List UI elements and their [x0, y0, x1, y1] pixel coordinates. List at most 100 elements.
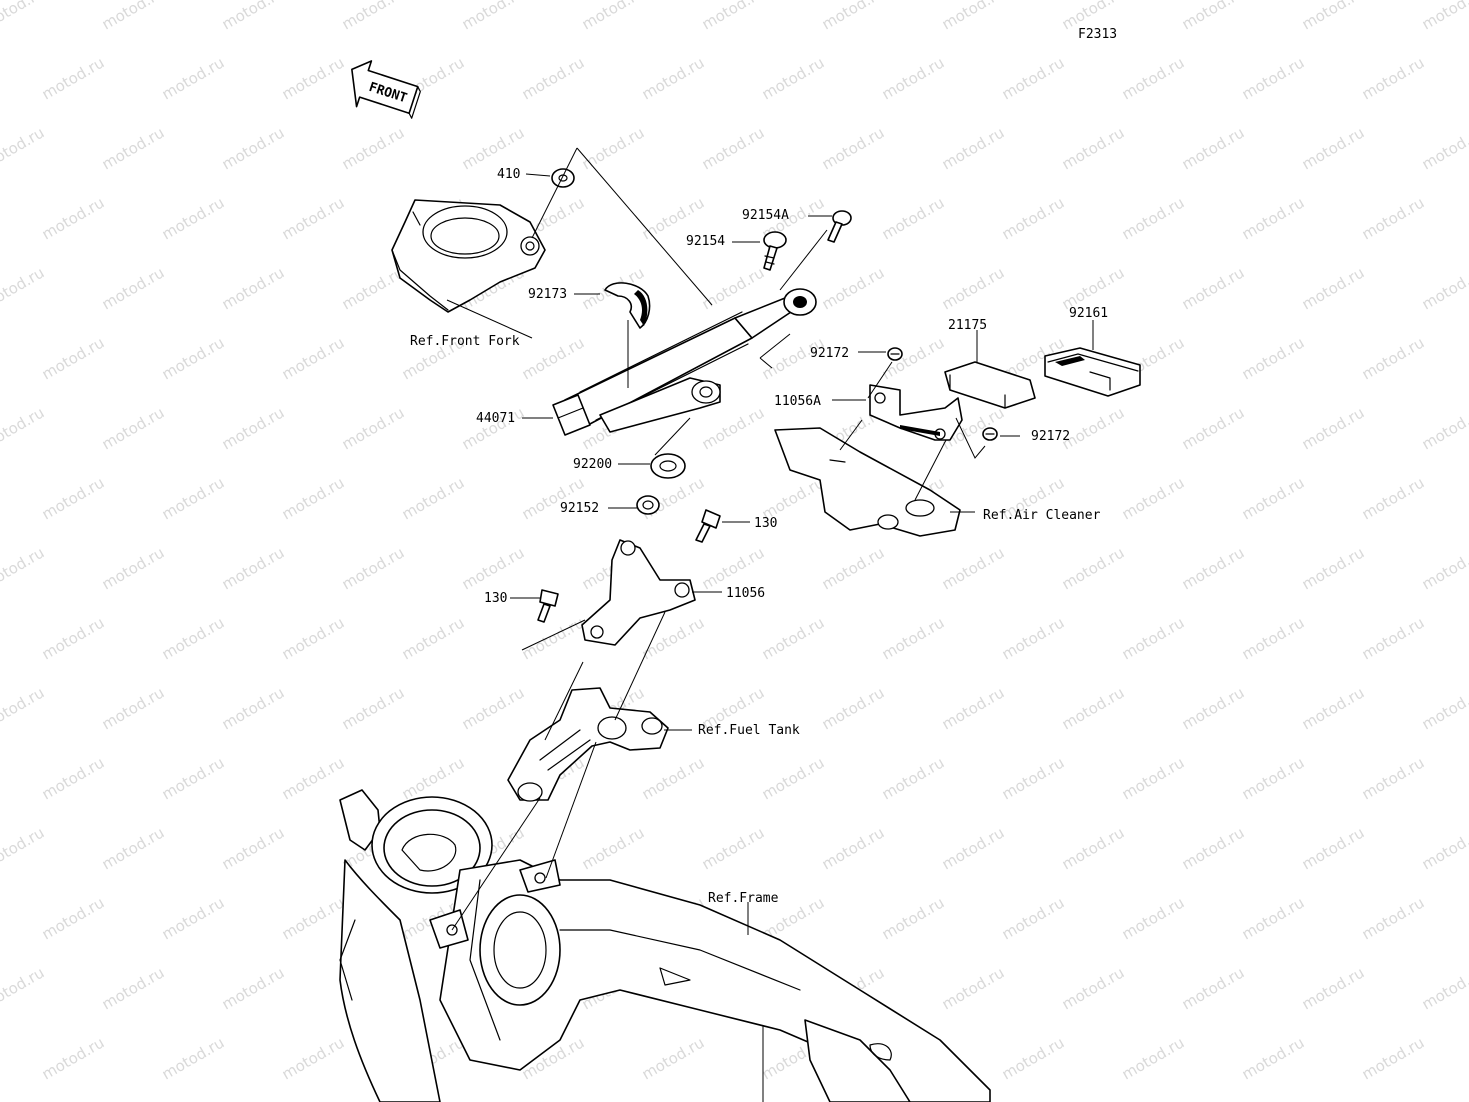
watermark-text: motod.ru	[159, 753, 228, 803]
watermark-text: motod.ru	[1359, 613, 1428, 663]
watermark-text: motod.ru	[219, 0, 288, 33]
main-frame	[339, 789, 991, 1102]
watermark-text: motod.ru	[99, 963, 168, 1013]
watermark-text: motod.ru	[819, 263, 888, 313]
watermark-text: motod.ru	[1119, 753, 1188, 803]
watermark-text: motod.ru	[39, 1033, 108, 1083]
watermark-text: motod.ru	[819, 0, 888, 33]
watermark-text: motod.ru	[159, 193, 228, 243]
watermark-text: motod.ru	[939, 123, 1008, 173]
bolt-92154A	[827, 210, 852, 243]
watermark-text: motod.ru	[879, 613, 948, 663]
watermark-text: motod.ru	[39, 333, 108, 383]
label-21175: 21175	[948, 318, 987, 333]
watermark-text: motod.ru	[1119, 193, 1188, 243]
watermark-text: motod.ru	[279, 333, 348, 383]
watermark-text: motod.ru	[1179, 403, 1248, 453]
washer-92200	[650, 453, 686, 479]
watermark-text: motod.ru	[279, 613, 348, 663]
bolt-130-right	[695, 509, 721, 543]
watermark-text: motod.ru	[1419, 123, 1469, 173]
watermark-text: motod.ru	[1419, 683, 1469, 733]
watermark-text: motod.ru	[1239, 753, 1308, 803]
watermark-text: motod.ru	[339, 123, 408, 173]
watermark-text: motod.ru	[1059, 683, 1128, 733]
watermark-text: motod.ru	[1359, 1033, 1428, 1083]
screw-92172-top	[887, 347, 903, 361]
watermark-text: motod.ru	[99, 263, 168, 313]
watermark-text: motod.ru	[0, 263, 47, 313]
watermark-text: motod.ru	[459, 683, 528, 733]
watermark-text: motod.ru	[159, 53, 228, 103]
watermark-text: motod.ru	[1359, 53, 1428, 103]
watermark-text: motod.ru	[1179, 123, 1248, 173]
watermark-text: motod.ru	[999, 893, 1068, 943]
screw-92172-bottom	[982, 427, 998, 441]
watermark-text: motod.ru	[39, 53, 108, 103]
watermark-text: motod.ru	[0, 0, 47, 33]
watermark-text: motod.ru	[699, 823, 768, 873]
watermark-text: motod.ru	[1119, 893, 1188, 943]
ecu-21175	[944, 361, 1036, 409]
watermark-text: motod.ru	[0, 963, 47, 1013]
watermark-text: motod.ru	[1239, 53, 1308, 103]
watermark-text: motod.ru	[999, 53, 1068, 103]
watermark-text: motod.ru	[99, 0, 168, 33]
watermark-text: motod.ru	[459, 543, 528, 593]
watermark-text: motod.ru	[1299, 963, 1368, 1013]
watermark-text: motod.ru	[219, 823, 288, 873]
bolt-92154	[763, 231, 787, 271]
watermark-text: motod.ru	[339, 263, 408, 313]
watermark-text: motod.ru	[339, 683, 408, 733]
watermark-text: motod.ru	[159, 473, 228, 523]
label-92154A: 92154A	[742, 208, 789, 223]
fuel-tank-bracket	[507, 687, 669, 802]
label-92173: 92173	[528, 287, 567, 302]
label-130-right: 130	[754, 516, 777, 531]
label-ref-fuel-tank: Ref.Fuel Tank	[698, 723, 800, 738]
watermark-text: motod.ru	[1239, 1033, 1308, 1083]
watermark-text: motod.ru	[159, 1033, 228, 1083]
watermark-text: motod.ru	[1419, 0, 1469, 33]
watermark-text: motod.ru	[219, 123, 288, 173]
watermark-text: motod.ru	[1119, 53, 1188, 103]
watermark-text: motod.ru	[39, 473, 108, 523]
watermark-text: motod.ru	[639, 613, 708, 663]
watermark-text: motod.ru	[1419, 963, 1469, 1013]
figure-code: F2313	[1078, 27, 1117, 42]
watermark-text: motod.ru	[279, 473, 348, 523]
watermark-text: motod.ru	[1179, 543, 1248, 593]
label-130-left: 130	[484, 591, 507, 606]
watermark-text: motod.ru	[1359, 193, 1428, 243]
watermark-text: motod.ru	[99, 683, 168, 733]
watermark-text: motod.ru	[1299, 263, 1368, 313]
watermark-text: motod.ru	[219, 683, 288, 733]
watermark-text: motod.ru	[699, 123, 768, 173]
watermark-text: motod.ru	[939, 543, 1008, 593]
watermark-text: motod.ru	[39, 193, 108, 243]
bracket-11056	[581, 539, 696, 646]
watermark-text: motod.ru	[219, 403, 288, 453]
watermark-text: motod.ru	[879, 53, 948, 103]
watermark-text: motod.ru	[1059, 543, 1128, 593]
watermark-text: motod.ru	[519, 613, 588, 663]
watermark-text: motod.ru	[1179, 683, 1248, 733]
watermark-text: motod.ru	[1239, 333, 1308, 383]
watermark-text: motod.ru	[639, 1033, 708, 1083]
watermark-text: motod.ru	[879, 893, 948, 943]
watermark-text: motod.ru	[159, 333, 228, 383]
watermark-text: motod.ru	[1419, 263, 1469, 313]
watermark-text: motod.ru	[1179, 963, 1248, 1013]
watermark-text: motod.ru	[399, 473, 468, 523]
watermark-text: motod.ru	[39, 753, 108, 803]
watermark-text: motod.ru	[819, 543, 888, 593]
watermark-text: motod.ru	[279, 753, 348, 803]
watermark-text: motod.ru	[39, 613, 108, 663]
watermark-text: motod.ru	[0, 543, 47, 593]
watermark-text: motod.ru	[759, 753, 828, 803]
watermark-text: motod.ru	[279, 893, 348, 943]
watermark-text: motod.ru	[219, 543, 288, 593]
watermark-text: motod.ru	[1179, 263, 1248, 313]
